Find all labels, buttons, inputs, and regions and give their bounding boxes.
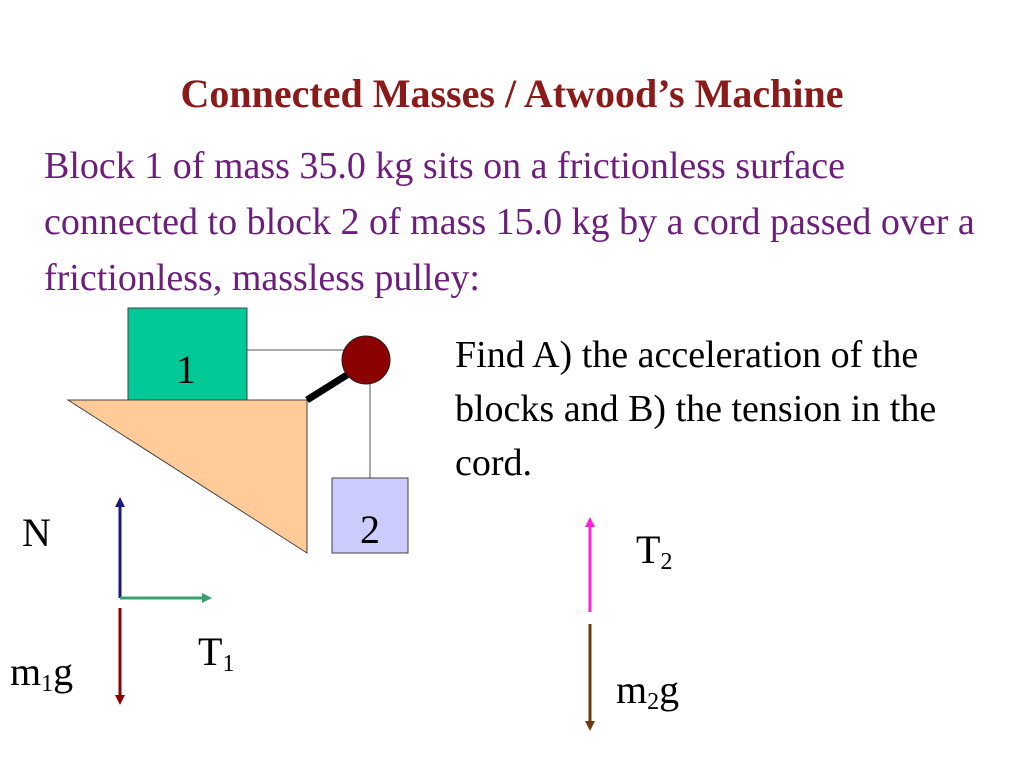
problem-statement: Block 1 of mass 35.0 kg sits on a fricti… <box>44 145 975 299</box>
task-statement: Find A) the acceleration of the blocks a… <box>455 334 937 484</box>
tension-1-label: T1 <box>198 629 235 677</box>
weight-2-label: m2g <box>616 667 680 715</box>
tension-2-label: T2 <box>636 527 673 575</box>
pulley <box>341 335 391 385</box>
table-support <box>66 399 308 554</box>
block-2-label: 2 <box>360 507 380 552</box>
block-2 <box>331 477 409 554</box>
page-title: Connected Masses / Atwood’s Machine <box>180 71 844 116</box>
weight-1-label: m1g <box>10 649 74 697</box>
block-1-label: 1 <box>176 347 196 392</box>
normal-force-label: N <box>22 510 51 555</box>
block-1 <box>127 307 248 401</box>
